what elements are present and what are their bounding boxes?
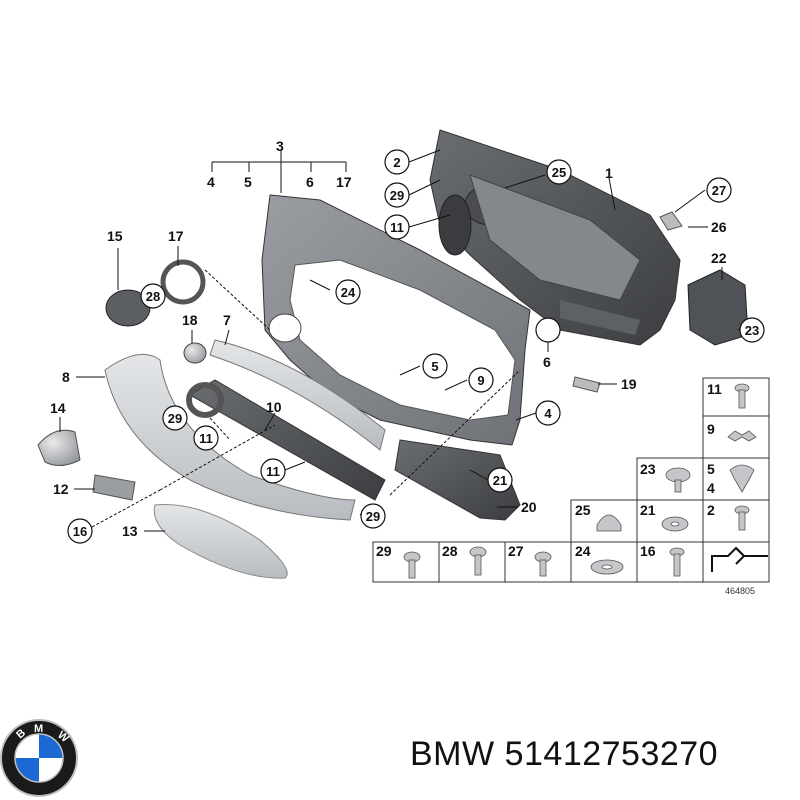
part-label-6: 6	[306, 174, 314, 190]
part-label-12: 12	[53, 481, 69, 497]
part-label-3: 3	[276, 138, 284, 154]
grid-label-25: 25	[575, 502, 591, 518]
circled-label-4: 4	[544, 406, 552, 421]
part-label-10: 10	[266, 399, 282, 415]
circled-label-27: 27	[712, 183, 726, 198]
circled-label-16: 16	[73, 524, 87, 539]
part-label-22: 22	[711, 250, 727, 266]
part-label-17b: 17	[168, 228, 184, 244]
circled-label-11c: 11	[266, 464, 280, 479]
circled-label-9: 9	[477, 373, 484, 388]
grid-label-16: 16	[640, 543, 656, 559]
grid-label-4: 4	[707, 480, 715, 496]
part-label-17: 17	[336, 174, 352, 190]
circled-label-11b: 11	[199, 431, 213, 446]
grid-label-5: 5	[707, 461, 715, 477]
circled-label-21: 21	[493, 473, 507, 488]
grid-label-28: 28	[442, 543, 458, 559]
circled-label-23: 23	[745, 323, 759, 338]
circled-label-24: 24	[341, 285, 356, 300]
part-label-15: 15	[107, 228, 123, 244]
circled-label-2: 2	[393, 155, 400, 170]
part-number: 51412753270	[504, 735, 719, 773]
part-label-26: 26	[711, 219, 727, 235]
part-label-14: 14	[50, 400, 66, 416]
part-label-8: 8	[62, 369, 70, 385]
grid-label-24: 24	[575, 543, 591, 559]
grid-label-23: 23	[640, 461, 656, 477]
part-labels: 3 4 5 6 17 1 26 22 6 19 20 15 17 18 7 8 …	[50, 138, 727, 539]
circled-label-5: 5	[431, 359, 438, 374]
circled-part-labels: 2 29 11 25 27 23 6 24 5 9 4 21 28 29 11 …	[67, 149, 765, 544]
circled-label-29b: 29	[168, 411, 182, 426]
part-label-6b: 6	[543, 354, 551, 370]
brand-name: BMW	[410, 735, 495, 773]
fastener-grid: 11 9 5 4 2 23 21 16 25 24 27 28 29	[372, 377, 770, 596]
circled-label-11a: 11	[390, 220, 404, 235]
part-label-13: 13	[122, 523, 138, 539]
door-carrier-drawing	[429, 129, 681, 346]
part-label-19: 19	[621, 376, 637, 392]
grid-label-11: 11	[707, 381, 722, 397]
drawing-number: 464805	[725, 586, 755, 596]
part-label-18: 18	[182, 312, 198, 328]
part-label-1: 1	[605, 165, 613, 181]
circled-label-28: 28	[146, 289, 160, 304]
part-label-20: 20	[521, 499, 537, 515]
circled-label-25: 25	[552, 165, 566, 180]
circled-label-29a: 29	[390, 188, 404, 203]
grid-label-27: 27	[508, 543, 524, 559]
part-label-4: 4	[207, 174, 215, 190]
bmw-logo: B M W	[0, 719, 78, 797]
part-label-7: 7	[223, 312, 231, 328]
part-label-5: 5	[244, 174, 252, 190]
grid-label-2: 2	[707, 502, 715, 518]
grid-label-29: 29	[376, 543, 392, 559]
svg-text:M: M	[34, 723, 43, 735]
grid-label-9: 9	[707, 421, 715, 437]
circled-label-29c: 29	[366, 509, 380, 524]
grid-label-21: 21	[640, 502, 656, 518]
